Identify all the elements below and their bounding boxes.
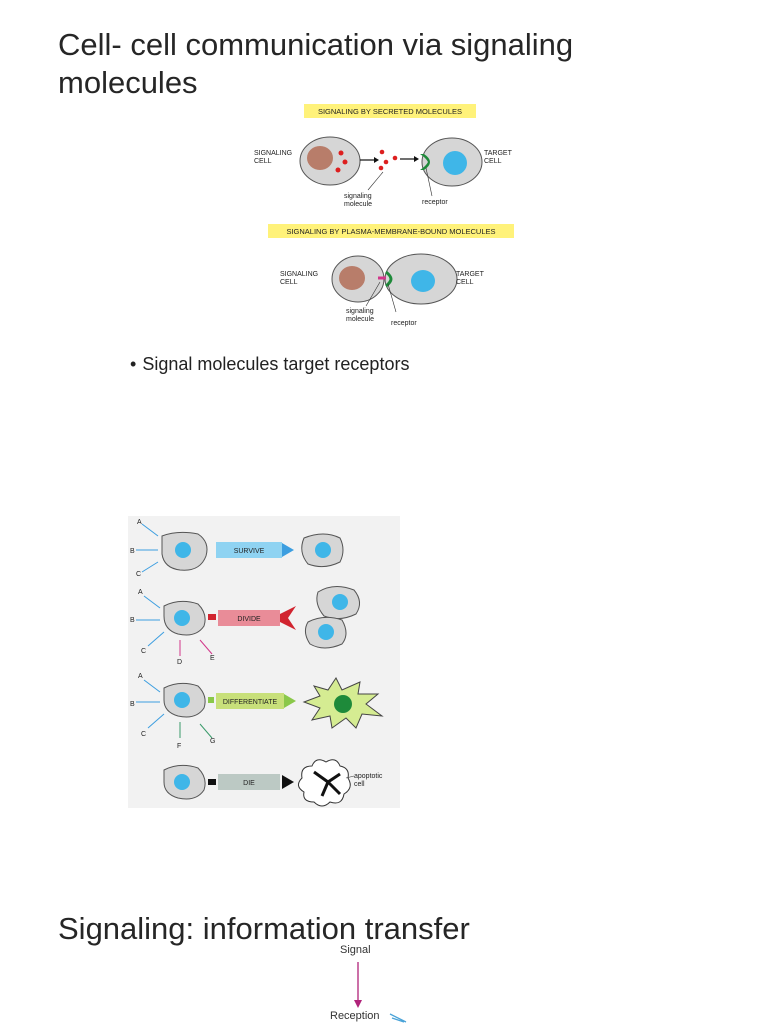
signaling-cell-label-2b: CELL — [280, 279, 298, 286]
input-arrow-magenta — [199, 639, 213, 655]
signaling-diagram: SIGNALING BY SECRETED MOLECULES SIGNALIN… — [254, 104, 514, 327]
signaling-nucleus-contact — [339, 266, 365, 290]
banner-membrane-text: SIGNALING BY PLASMA-MEMBRANE-BOUND MOLEC… — [286, 227, 495, 236]
signaling-molecule-dot — [379, 149, 385, 155]
outcome-stub — [208, 697, 214, 703]
signaling-molecule-label-1b: signaling — [346, 308, 374, 315]
outcome-arrow — [282, 543, 294, 557]
nucleus — [332, 594, 348, 610]
pointer-line — [387, 283, 397, 313]
nucleus — [315, 542, 331, 558]
apoptotic-label-2: cell — [354, 781, 365, 788]
outcome-die-label: DIE — [243, 780, 255, 787]
receptor-label-b: receptor — [391, 320, 417, 327]
bullet-item: •Signal molecules target receptors — [130, 354, 409, 375]
pointer-line — [345, 775, 355, 779]
signaling-molecule-dot — [392, 155, 398, 161]
pointer-line — [367, 171, 384, 191]
cell-fate-diagram: A B C SURVIVE A B C D E DIVIDE A B C F G… — [128, 516, 400, 808]
signaling-molecule-dot — [335, 167, 341, 173]
signaling-molecule-label-1: signaling — [344, 193, 372, 200]
signaling-molecule-dot — [383, 159, 389, 165]
receptor-shape — [420, 154, 430, 170]
target-cell-label-1: TARGET — [484, 150, 513, 157]
signaling-molecule-dot — [378, 165, 384, 171]
apoptotic-fragments — [313, 770, 342, 797]
input-label-c: C — [136, 571, 141, 578]
banner-secreted — [304, 104, 476, 118]
input-label-a: A — [137, 519, 142, 526]
input-arrow — [143, 679, 161, 693]
pointer-line — [365, 281, 381, 307]
banner-membrane — [268, 224, 514, 238]
target-cell-label-1b: TARGET — [456, 271, 485, 278]
target-cell-label-2b: CELL — [456, 279, 474, 286]
arrow-head — [414, 156, 419, 162]
input-arrow — [147, 631, 165, 647]
input-arrow — [141, 561, 159, 573]
signaling-molecule-label-2: molecule — [344, 201, 372, 208]
arrow-head — [374, 157, 379, 163]
outcome-arrow-split — [280, 606, 296, 630]
outcome-differentiate-label: DIFFERENTIATE — [223, 699, 278, 706]
input-arrow — [147, 713, 165, 729]
signaling-molecule-dot — [338, 150, 344, 156]
bullet-icon: • — [130, 354, 137, 374]
receptor-label: receptor — [422, 199, 448, 206]
input-label-f: F — [177, 743, 181, 750]
nucleus-differentiated — [334, 695, 352, 713]
membrane-receptor — [385, 270, 393, 288]
target-nucleus-contact — [411, 270, 435, 292]
input-label-d: D — [177, 659, 182, 666]
signaling-cell-label-1: SIGNALING — [254, 150, 292, 157]
nucleus — [318, 624, 334, 640]
signal-label: Signal — [340, 944, 371, 956]
signaling-cell-label-2: CELL — [254, 158, 272, 165]
input-arrow-green — [199, 723, 213, 739]
outcome-differentiate — [216, 693, 284, 709]
input-label-b: B — [130, 548, 135, 555]
signaling-molecule-label-2b: molecule — [346, 316, 374, 323]
nucleus — [175, 542, 191, 558]
slide2-title: Signaling: information transfer — [58, 911, 470, 946]
input-label-a3: A — [138, 673, 143, 680]
banner-secreted-text: SIGNALING BY SECRETED MOLECULES — [318, 107, 462, 116]
pointer-line — [425, 167, 433, 197]
input-label-g: G — [210, 738, 215, 745]
signal-arrow — [354, 962, 362, 1008]
input-label-b3: B — [130, 701, 135, 708]
input-label-b2: B — [130, 617, 135, 624]
input-label-e: E — [210, 655, 215, 662]
nucleus — [174, 774, 190, 790]
input-arrow — [141, 523, 159, 537]
input-arrow — [143, 595, 161, 609]
outcome-die — [218, 774, 280, 790]
apoptotic-cell — [298, 759, 351, 807]
outcome-arrow — [284, 694, 296, 708]
outcome-arrow — [282, 775, 294, 789]
outcome-survive — [216, 542, 282, 558]
outcome-divide-label: DIVIDE — [237, 616, 261, 623]
slide-title: Cell- cell communication via signaling m… — [58, 27, 574, 100]
nucleus — [174, 692, 190, 708]
input-label-c2: C — [141, 648, 146, 655]
reception-icon — [389, 1013, 407, 1023]
outcome-stub — [208, 614, 216, 620]
outcome-survive-label: SURVIVE — [234, 548, 265, 555]
nucleus — [174, 610, 190, 626]
outcome-stub — [208, 779, 216, 785]
signaling-molecule-dot — [342, 159, 348, 165]
outcome-divide — [218, 610, 280, 626]
signal-arrow-head — [354, 1000, 362, 1008]
target-nucleus — [443, 151, 467, 175]
reception-label: Reception — [330, 1010, 380, 1022]
signaling-cell-label-1b: SIGNALING — [280, 271, 318, 278]
signaling-nucleus — [307, 146, 333, 170]
bullet-text: Signal molecules target receptors — [142, 354, 410, 374]
apoptotic-label-1: apoptotic — [354, 773, 383, 780]
input-label-a2: A — [138, 589, 143, 596]
input-label-c3: C — [141, 731, 146, 738]
target-cell-label-2: CELL — [484, 158, 502, 165]
